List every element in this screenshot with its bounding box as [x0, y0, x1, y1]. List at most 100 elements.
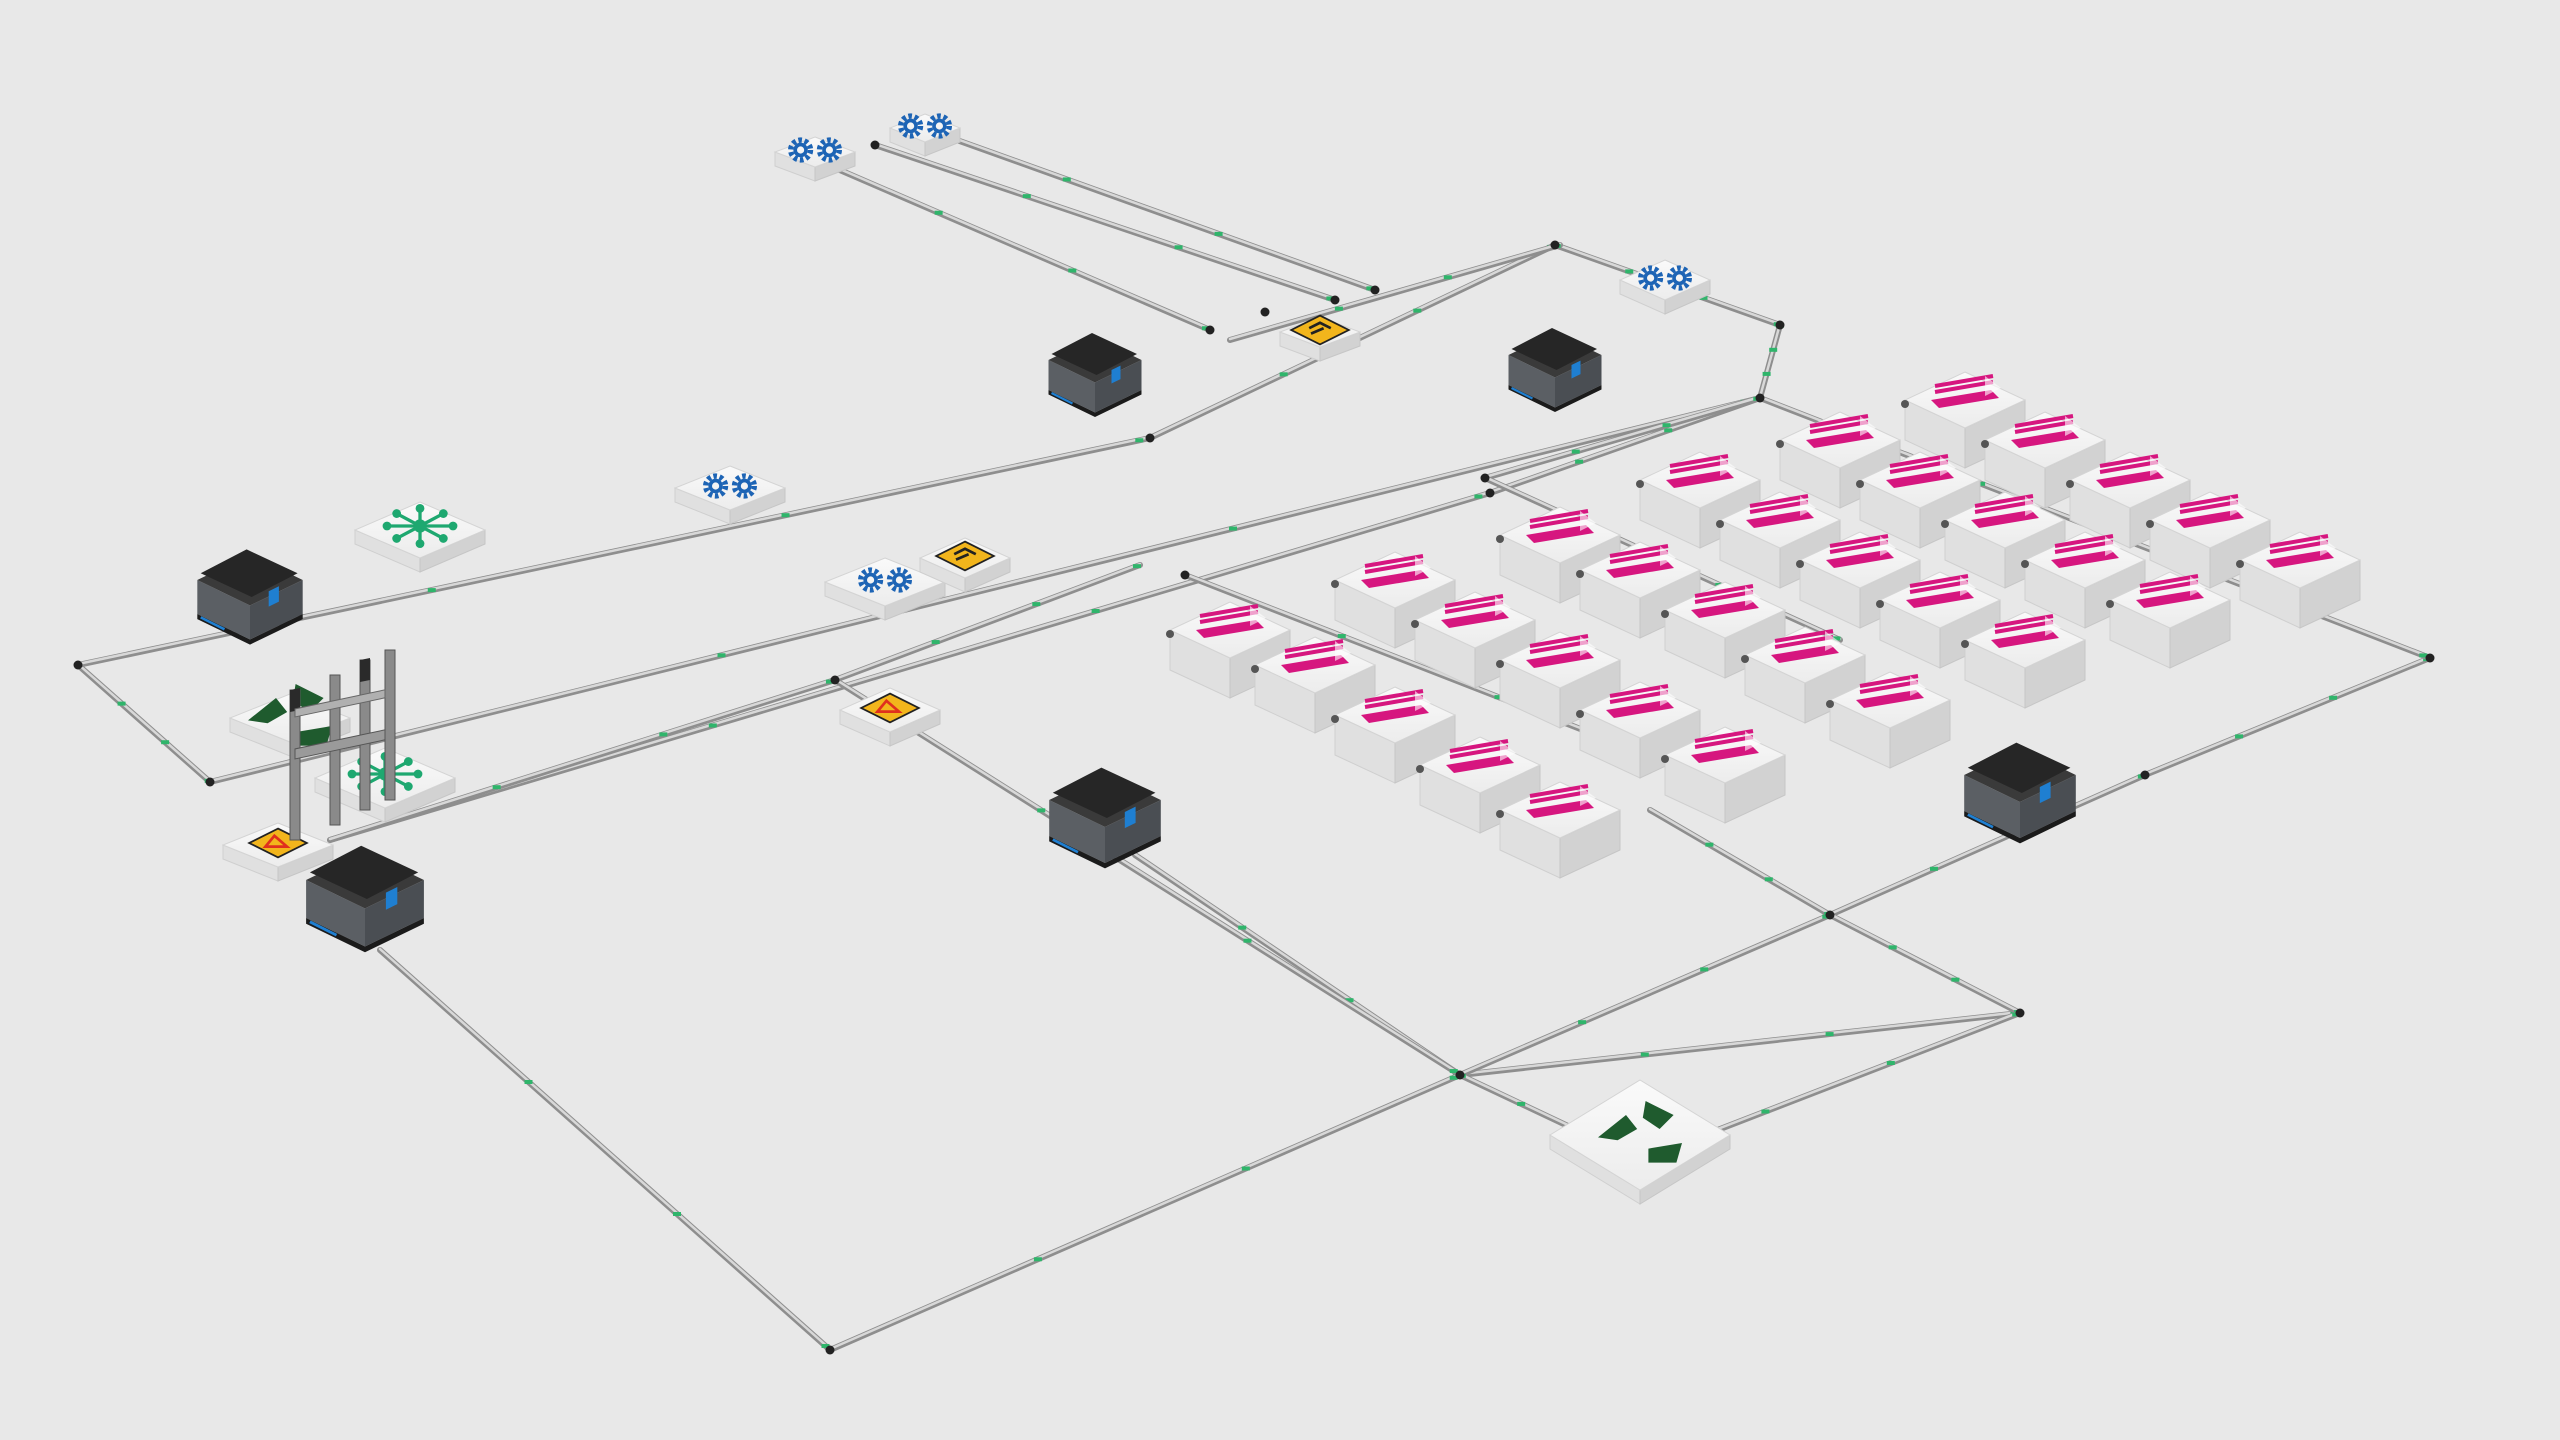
track-node[interactable] [1145, 433, 1155, 443]
storage-rack-tile[interactable] [1961, 611, 2087, 709]
storage-rack-tile[interactable] [1661, 726, 1787, 824]
storage-rack-tile[interactable] [1576, 681, 1702, 779]
track-node[interactable] [830, 675, 840, 685]
robot-agv-icon[interactable] [1964, 742, 2076, 844]
warning-sign-station[interactable] [221, 822, 335, 882]
track-highlight [828, 1072, 1462, 1351]
track-node[interactable] [1755, 393, 1765, 403]
storage-rack-tile[interactable] [2106, 571, 2232, 669]
gears-station[interactable] [773, 136, 857, 182]
gears-station[interactable] [673, 465, 787, 525]
gears-station[interactable] [1618, 259, 1712, 315]
warning-sign-station[interactable] [838, 687, 942, 747]
robot-agv-icon[interactable] [1049, 767, 1161, 869]
storage-rack-tile[interactable] [2066, 451, 2192, 549]
track-marker [673, 1212, 681, 1216]
track-node[interactable] [1825, 910, 1835, 920]
track-node[interactable] [1370, 285, 1380, 295]
track-node[interactable] [1180, 570, 1190, 580]
storage-rack-tile[interactable] [1716, 491, 1842, 589]
track-marker [1705, 842, 1714, 847]
storage-stack-icon [1526, 784, 1596, 818]
robot-agv-icon[interactable] [197, 549, 303, 645]
track-marker [1769, 347, 1778, 352]
storage-stack-icon [1526, 509, 1596, 543]
track-marker [1977, 481, 1986, 486]
lift-frame-icon[interactable] [289, 649, 396, 841]
recycle-station[interactable] [1549, 1079, 1731, 1205]
track-marker [659, 732, 668, 737]
track-marker [1517, 1101, 1526, 1106]
track-node[interactable] [1330, 295, 1340, 305]
gears-icon [787, 137, 843, 163]
storage-rack-tile[interactable] [1416, 736, 1542, 834]
track-highlight [328, 677, 837, 841]
track-marker [1443, 275, 1452, 280]
storage-rack-tile[interactable] [1981, 411, 2107, 509]
storage-stack-icon [2011, 414, 2081, 448]
warning-sign-station[interactable] [918, 537, 1012, 593]
storage-rack-tile[interactable] [1941, 491, 2067, 589]
storage-stack-icon [1806, 414, 1876, 448]
storage-rack-tile[interactable] [1331, 686, 1457, 784]
storage-rack-tile[interactable] [1331, 551, 1457, 649]
storage-rack-tile[interactable] [1796, 531, 1922, 629]
storage-rack-tile[interactable] [1826, 671, 1952, 769]
track-node[interactable] [870, 140, 880, 150]
track-node[interactable] [1455, 1070, 1465, 1080]
track-node[interactable] [825, 1345, 835, 1355]
storage-rack-tile[interactable] [1741, 626, 1867, 724]
track-marker [1474, 494, 1483, 499]
storage-stack-icon [1606, 544, 1676, 578]
storage-rack-tile[interactable] [1661, 581, 1787, 679]
track-marker [1571, 449, 1580, 454]
warning-sign-icon [934, 540, 996, 572]
track-node[interactable] [2015, 1008, 2025, 1018]
track-node[interactable] [205, 777, 215, 787]
track-node[interactable] [73, 660, 83, 670]
track-highlight [1458, 1010, 2022, 1076]
robot-agv-icon[interactable] [306, 845, 424, 953]
storage-rack-tile[interactable] [1496, 631, 1622, 729]
storage-rack-tile[interactable] [1496, 781, 1622, 879]
storage-rack-tile[interactable] [1856, 451, 1982, 549]
track-highlight [1483, 395, 1762, 479]
storage-rack-tile[interactable] [1776, 411, 1902, 509]
track-node[interactable] [1480, 473, 1490, 483]
storage-rack-tile[interactable] [2236, 531, 2362, 629]
storage-rack-tile[interactable] [1166, 601, 1292, 699]
storage-rack-tile[interactable] [1251, 636, 1377, 734]
track-node[interactable] [1485, 488, 1495, 498]
track-highlight [1828, 912, 2022, 1014]
track-marker [1091, 608, 1100, 613]
track-marker [1214, 231, 1223, 236]
track-highlight [2143, 655, 2432, 776]
robot-agv-icon[interactable] [1048, 333, 1142, 417]
storage-rack-tile[interactable] [1636, 451, 1762, 549]
track-node[interactable] [1775, 320, 1785, 330]
gears-station[interactable] [888, 113, 962, 157]
storage-rack-tile[interactable] [1876, 571, 2002, 669]
track-node[interactable] [2140, 770, 2150, 780]
robot-agv-icon[interactable] [1508, 328, 1602, 412]
storage-rack-tile[interactable] [2021, 531, 2147, 629]
track-marker [1279, 372, 1288, 377]
storage-rack-tile[interactable] [1576, 541, 1702, 639]
track-marker [1174, 245, 1183, 250]
track-node[interactable] [1205, 325, 1215, 335]
track-marker [161, 740, 170, 745]
storage-rack-tile[interactable] [1901, 371, 2027, 469]
storage-stack-icon [2136, 574, 2206, 608]
track-node[interactable] [1260, 307, 1270, 317]
track-marker [1413, 308, 1422, 313]
track-node[interactable] [2425, 653, 2435, 663]
track-highlight [1228, 242, 1562, 341]
track-marker [1825, 1032, 1834, 1037]
warning-sign-station[interactable] [1278, 314, 1362, 362]
track-highlight [803, 152, 1212, 331]
storage-rack-tile[interactable] [2146, 491, 2272, 589]
track-highlight [1828, 772, 2147, 916]
charging-hub-station[interactable] [353, 501, 487, 573]
track-node[interactable] [1550, 240, 1560, 250]
storage-rack-tile[interactable] [1411, 591, 1537, 689]
